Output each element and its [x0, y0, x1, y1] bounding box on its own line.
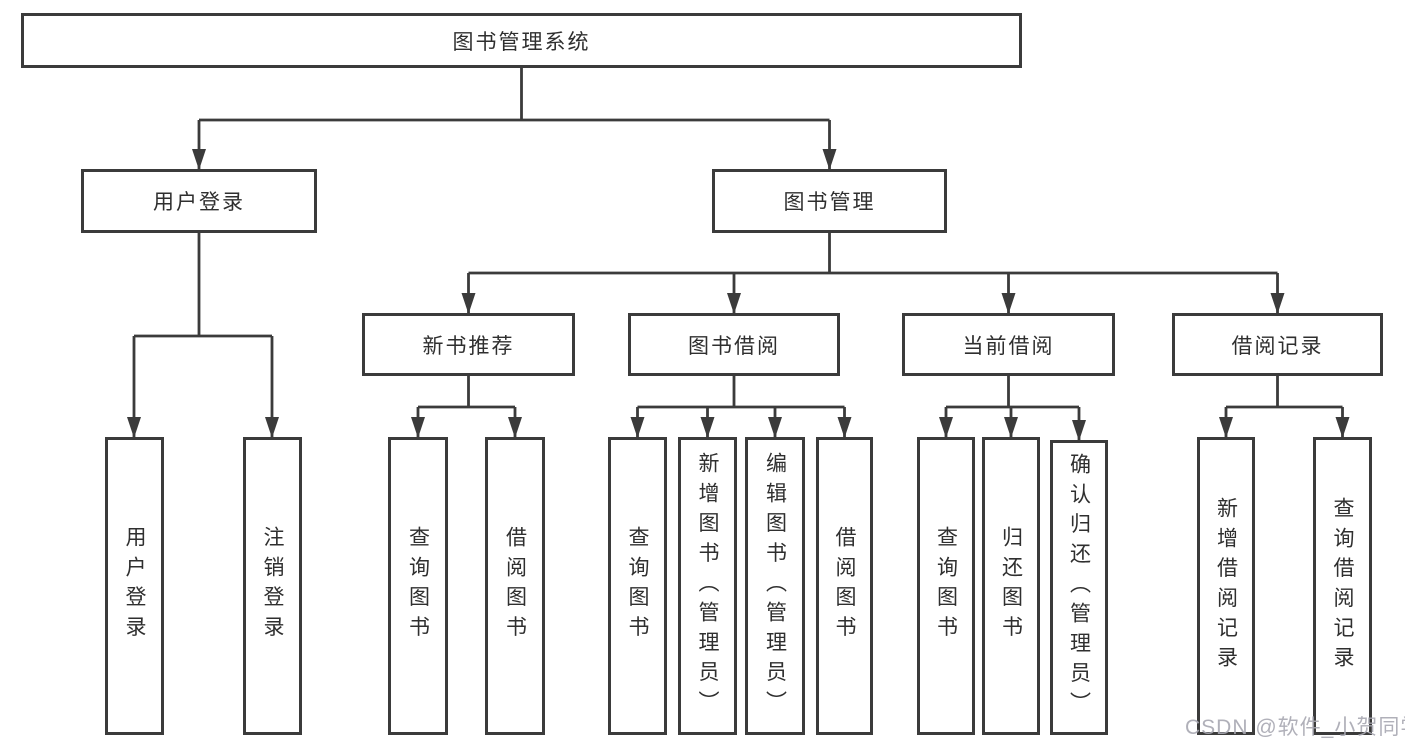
node-label: 用户登录 [123, 526, 146, 646]
leaf-borrow-books-recommend: 借阅图书 [485, 437, 545, 735]
leaf-borrow-books: 借阅图书 [816, 437, 873, 735]
node-label: 注销登录 [261, 526, 284, 646]
node-borrow-records: 借阅记录 [1172, 313, 1383, 376]
node-label: 借阅图书 [833, 526, 856, 646]
node-label: 确认归还（管理员） [1067, 453, 1091, 722]
csdn-watermark: CSDN @软件_小贺同学 [1185, 716, 1405, 739]
node-label: 图书借阅 [688, 334, 780, 358]
leaf-query-books: 查询图书 [608, 437, 667, 735]
node-label: 查询借阅记录 [1331, 496, 1354, 676]
node-user-login: 用户登录 [81, 169, 317, 233]
leaf-query-books-recommend: 查询图书 [388, 437, 448, 735]
node-label: 借阅记录 [1231, 334, 1324, 358]
leaf-query-books-current: 查询图书 [917, 437, 975, 735]
leaf-query-borrow-record: 查询借阅记录 [1313, 437, 1372, 735]
node-book-borrow: 图书借阅 [628, 313, 840, 376]
node-label: 借阅图书 [503, 526, 527, 646]
leaf-confirm-return-admin: 确认归还（管理员） [1050, 440, 1108, 735]
node-label: 查询图书 [626, 526, 649, 646]
node-label: 查询图书 [406, 526, 430, 646]
node-label: 归还图书 [999, 526, 1023, 646]
leaf-return-books: 归还图书 [982, 437, 1040, 735]
node-label: 新书推荐 [422, 334, 515, 358]
leaf-edit-books-admin: 编辑图书（管理员） [745, 437, 805, 735]
node-label: 编辑图书（管理员） [763, 451, 787, 721]
leaf-add-borrow-record: 新增借阅记录 [1197, 437, 1255, 735]
node-label: 图书管理 [783, 191, 876, 214]
leaf-add-books-admin: 新增图书（管理员） [678, 437, 737, 735]
leaf-user-login: 用户登录 [105, 437, 164, 735]
node-label: 当前借阅 [962, 334, 1055, 358]
node-new-book-recommend: 新书推荐 [362, 313, 575, 376]
node-current-borrow: 当前借阅 [902, 313, 1115, 376]
node-label: 图书管理系统 [452, 30, 591, 54]
leaf-logout: 注销登录 [243, 437, 302, 735]
node-label: 新增图书（管理员） [696, 451, 719, 721]
node-book-management: 图书管理 [712, 169, 947, 233]
node-label: 用户登录 [153, 191, 245, 214]
node-label: 新增借阅记录 [1214, 496, 1238, 676]
node-root-system: 图书管理系统 [21, 13, 1022, 68]
node-label: 查询图书 [934, 526, 958, 646]
